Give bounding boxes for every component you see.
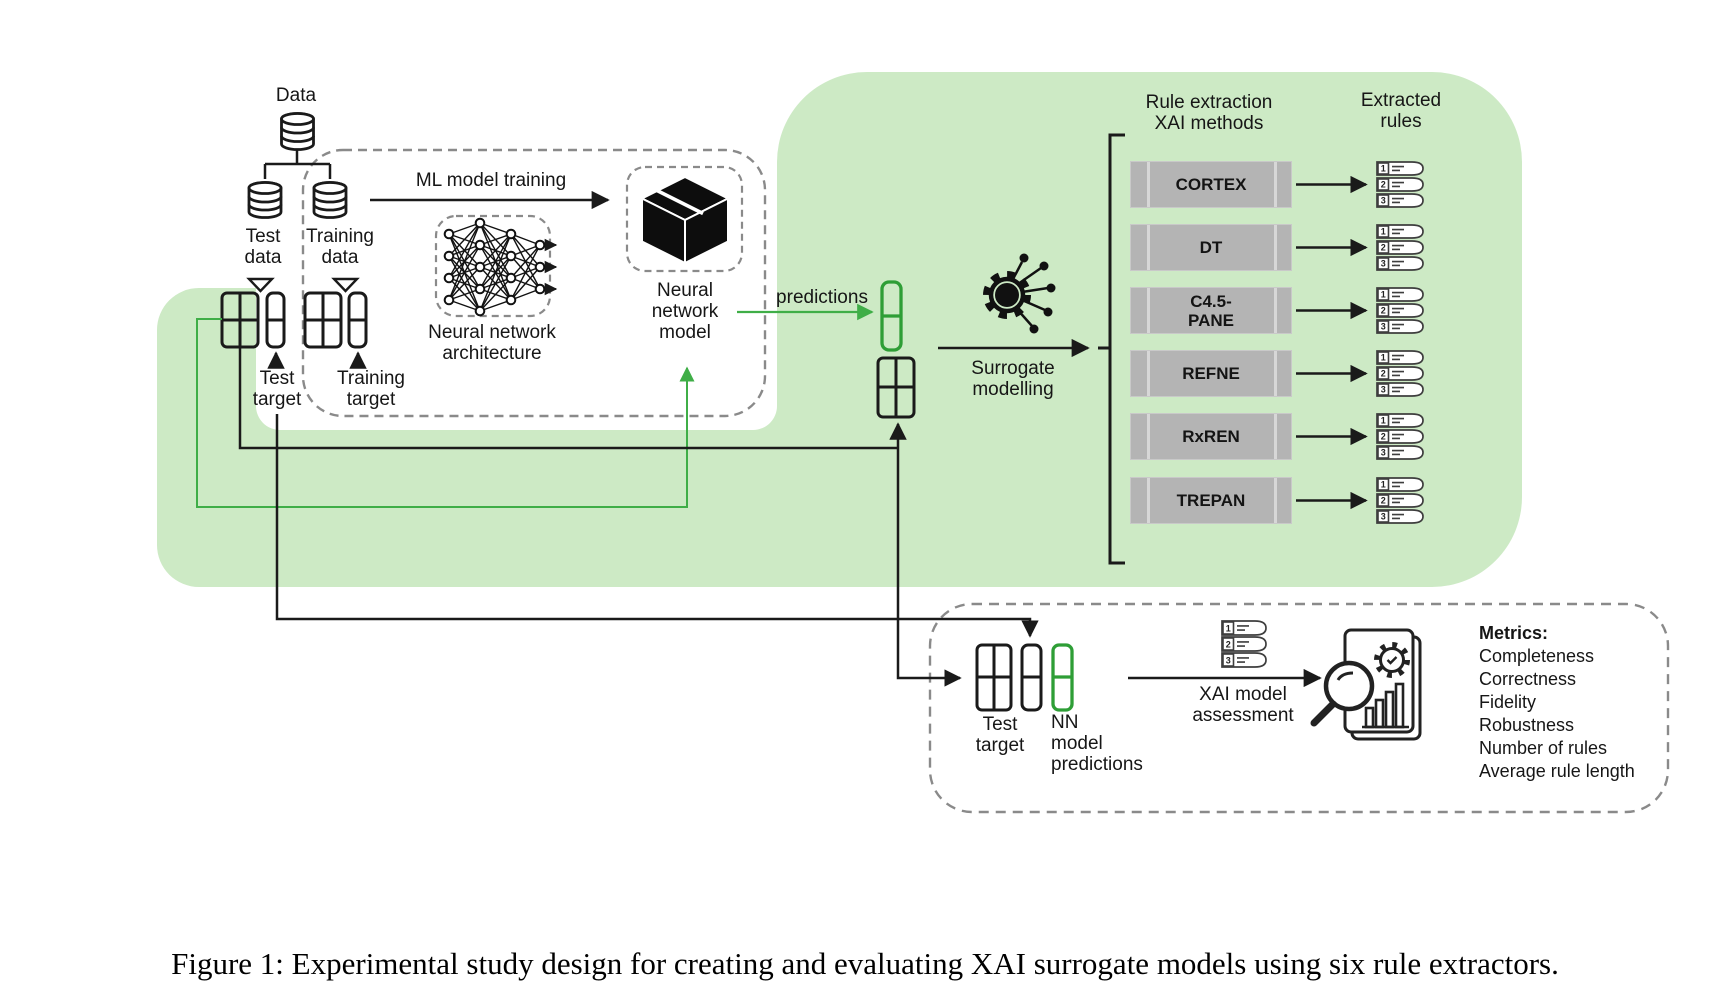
assessment-report-icon bbox=[1310, 628, 1422, 741]
metric-item: Completeness bbox=[1479, 646, 1595, 666]
method-box: DT bbox=[1130, 224, 1292, 271]
training-data-label: Training data bbox=[306, 226, 374, 268]
extracted-rules-heading: Extracted rules bbox=[1360, 90, 1442, 132]
rule-extraction-heading: Rule extraction XAI methods bbox=[1145, 92, 1273, 134]
method-box: REFNE bbox=[1130, 350, 1292, 397]
assessment-test-table-icon bbox=[975, 643, 1013, 712]
metric-item: Robustness bbox=[1479, 715, 1575, 735]
data-label: Data bbox=[275, 85, 317, 106]
nn-model-label: Neural network model bbox=[651, 280, 719, 343]
assessment-test-target-column-icon bbox=[1020, 643, 1043, 712]
gear-icon bbox=[1374, 642, 1410, 678]
assessment-nn-predictions-column-icon bbox=[1051, 643, 1074, 712]
test-data-label: Test data bbox=[244, 226, 282, 268]
metric-item: Average rule length bbox=[1479, 761, 1635, 781]
surrogate-label: Surrogate modelling bbox=[971, 358, 1055, 400]
nn-architecture-label: Neural network architecture bbox=[428, 322, 556, 364]
method-box: RxREN bbox=[1130, 413, 1292, 460]
method-box: CORTEX bbox=[1130, 161, 1292, 208]
svg-text:1: 1 bbox=[1226, 624, 1231, 634]
svg-text:2: 2 bbox=[1226, 640, 1231, 650]
method-box: TREPAN bbox=[1130, 477, 1292, 524]
assessment-test-target-label: Test target bbox=[975, 714, 1025, 756]
ml-training-label: ML model training bbox=[415, 170, 567, 191]
figure-caption: Figure 1: Experimental study design for … bbox=[171, 946, 1559, 981]
svg-text:3: 3 bbox=[1226, 656, 1231, 666]
metric-item: Number of rules bbox=[1479, 738, 1608, 758]
rule-icon: 3 bbox=[1221, 652, 1267, 668]
metrics-title: Metrics: bbox=[1479, 623, 1549, 643]
bar-chart-icon bbox=[1362, 682, 1409, 729]
metric-item: Fidelity bbox=[1479, 692, 1537, 712]
nn-predictions-label: NN model predictions bbox=[1051, 712, 1143, 775]
assessment-arrow-label: XAI model assessment bbox=[1192, 684, 1294, 726]
predictions-label: predictions bbox=[776, 287, 868, 308]
assessment-rules-icon: 1 2 3 bbox=[1221, 620, 1267, 668]
training-target-label: Training target bbox=[337, 368, 405, 410]
method-box: C4.5- PANE bbox=[1130, 287, 1292, 334]
rule-icon: 1 bbox=[1221, 620, 1267, 636]
metric-item: Correctness bbox=[1479, 669, 1577, 689]
magnifier-icon bbox=[1310, 660, 1375, 727]
test-target-label: Test target bbox=[252, 368, 302, 410]
rule-icon: 2 bbox=[1221, 636, 1267, 652]
